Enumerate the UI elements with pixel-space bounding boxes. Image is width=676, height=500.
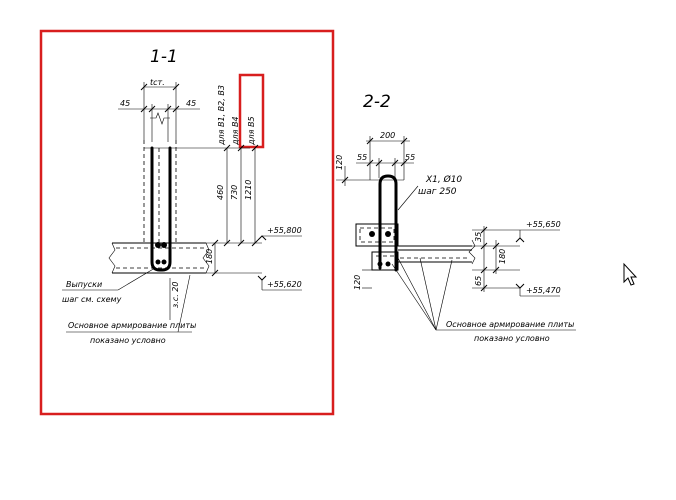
note-2-line-2: показано условно — [474, 334, 550, 343]
dim-200: 200 — [380, 131, 395, 140]
rebar-label-1: X1, Ø10 — [425, 174, 462, 185]
dim-tcm: tст. — [150, 78, 165, 87]
section-1-vertical-dimensions — [206, 144, 262, 277]
section-2-wall — [355, 174, 399, 272]
elev-top-2: +55,650 — [526, 220, 561, 229]
section-1-elevations — [257, 235, 302, 291]
dim-cover: з.с. 20 — [171, 282, 180, 308]
section-1-slab — [108, 242, 210, 274]
dim-55-left: 55 — [357, 153, 367, 162]
dim-55-right: 55 — [405, 153, 415, 162]
section-2-elevations — [515, 229, 560, 297]
dim-1210: 1210 — [244, 180, 253, 200]
elev-top-1: +55,800 — [267, 226, 302, 235]
dim-460: 460 — [216, 185, 225, 200]
dim-65: 65 — [474, 276, 483, 286]
section-2-top-dimensions — [336, 136, 414, 186]
dim-120-bottom: 120 — [353, 275, 362, 290]
label-b5-highlight-box — [238, 73, 265, 149]
dim-left-45: 45 — [120, 99, 130, 108]
note-1-line-2: показано условно — [90, 336, 166, 345]
dim-35: 35 — [474, 232, 483, 242]
dim-120-top: 120 — [335, 155, 344, 170]
section-2-title: 2-2 — [363, 92, 391, 112]
note-2-line-1: Основное армирование плиты — [446, 320, 574, 329]
dim-730: 730 — [230, 185, 239, 200]
section-2-leaders — [391, 257, 576, 331]
dim-180-2: 180 — [498, 249, 507, 264]
section-1-top-dimensions: tст. 45 45 — [118, 78, 200, 142]
mouse-cursor-icon — [623, 262, 638, 286]
rebar-leader — [397, 185, 419, 211]
section-1-highlight-frame — [39, 29, 335, 416]
note-1-line-1: Основное армирование плиты — [68, 321, 196, 330]
label-b4: для В4 — [231, 116, 240, 146]
outlet-label-1: Выпуски — [66, 280, 102, 289]
elev-bottom-1: +55,620 — [267, 280, 302, 289]
label-b1-b2-b3: для В1, В2, В3 — [217, 85, 226, 146]
section-1-wall — [143, 140, 250, 245]
dim-180: 180 — [205, 249, 214, 264]
section-1-title: 1-1 — [150, 47, 178, 67]
elev-bottom-2: +55,470 — [526, 286, 561, 295]
section-1-rebar-outlet — [150, 146, 172, 272]
label-b5: для В5 — [247, 116, 256, 146]
section-2-vertical-dimensions — [362, 226, 520, 292]
section-2-slab — [398, 239, 476, 265]
dim-right-45: 45 — [186, 99, 196, 108]
outlet-label-2: шаг см. схему — [62, 295, 122, 304]
section-1-leaders — [62, 267, 192, 333]
rebar-label-2: шаг 250 — [418, 187, 457, 197]
